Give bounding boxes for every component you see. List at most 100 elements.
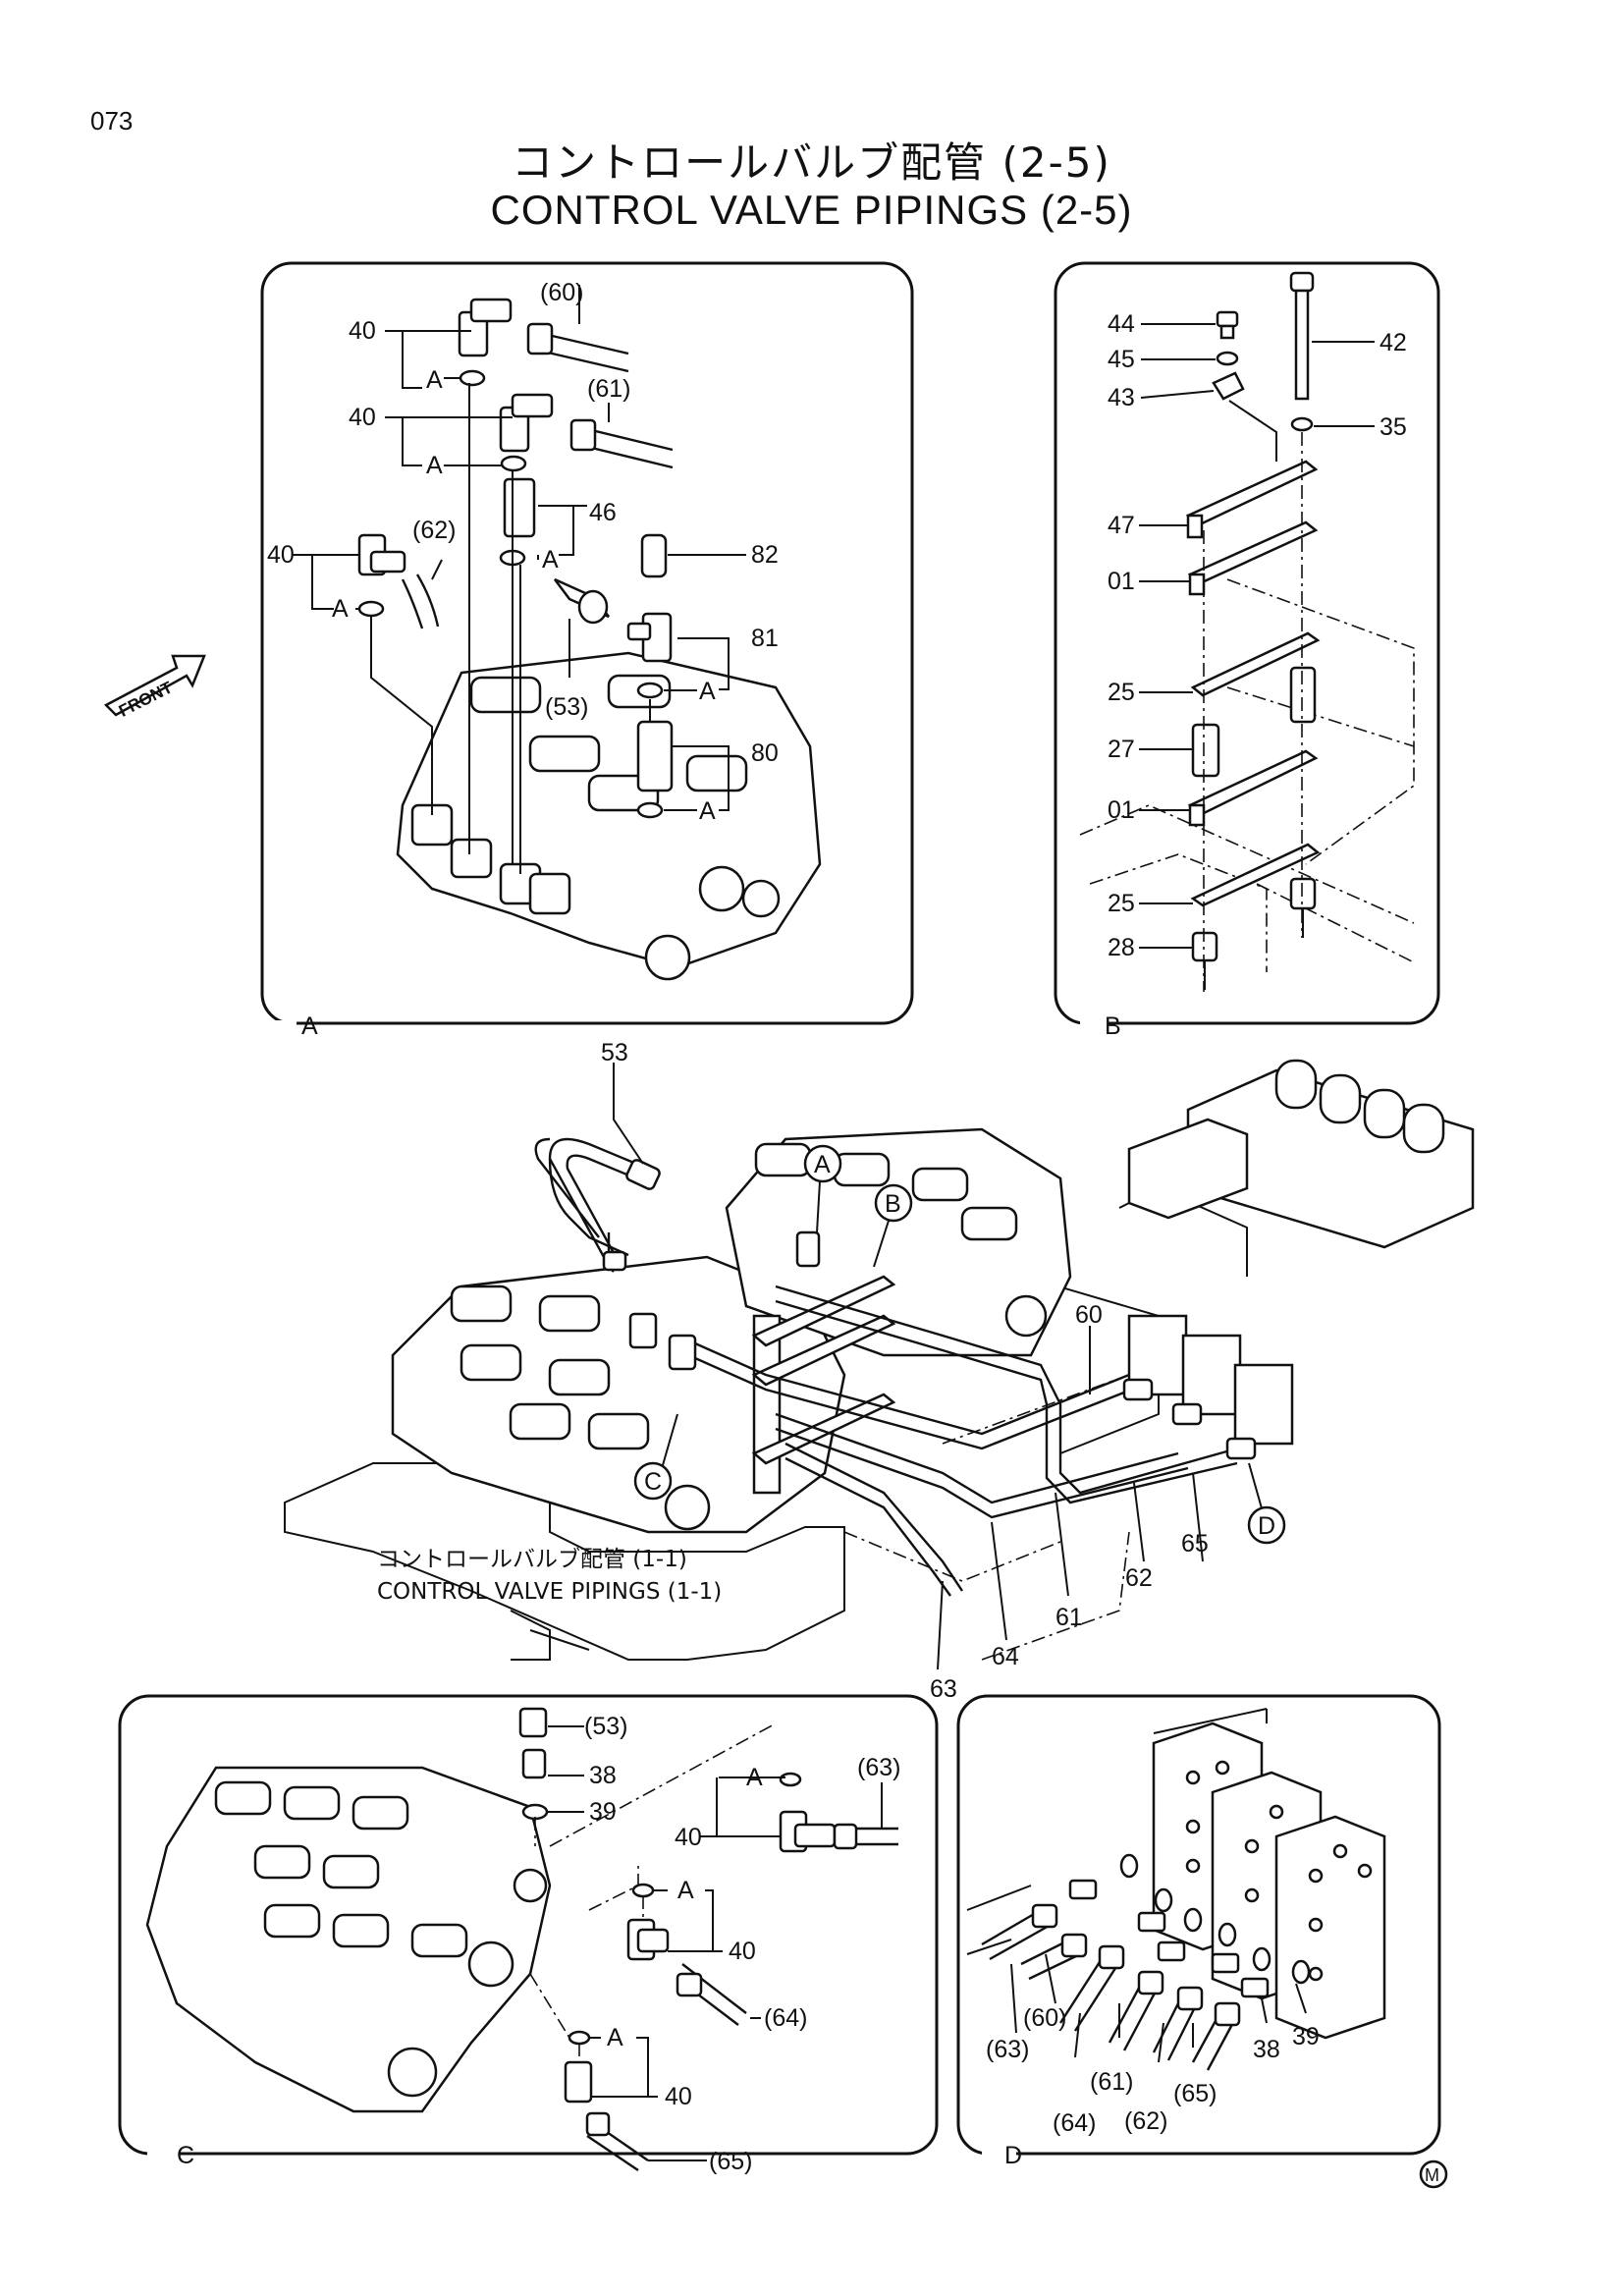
elbow-fitting-40-left [357, 533, 406, 618]
label-c-38: 38 [589, 1762, 617, 1789]
view-a-leaders [293, 285, 746, 874]
bolt-42 [1289, 271, 1315, 401]
main-solenoid-block [1127, 1059, 1475, 1249]
label-d-62: (62) [1124, 2107, 1167, 2135]
label-c-A-3: A [607, 2024, 623, 2051]
page-title-japanese: コントロールバルブ配管 (2-5) [512, 138, 1111, 187]
label-main-64: 64 [992, 1643, 1019, 1670]
label-main-61: 61 [1055, 1604, 1083, 1631]
control-valve-body-a [396, 651, 822, 981]
label-b-35: 35 [1380, 413, 1407, 441]
pipe-53-nut [554, 577, 610, 625]
label-c-A-2: A [677, 1877, 694, 1904]
label-a-62: (62) [412, 517, 456, 544]
plate-47 [1185, 460, 1319, 539]
label-d-63: (63) [986, 2036, 1029, 2063]
main-leaders [613, 1063, 1204, 1670]
main-clamp-stack [751, 1275, 896, 1495]
nipple-82 [640, 533, 668, 578]
label-b-45: 45 [1108, 346, 1135, 373]
label-a-A-4: A [542, 546, 559, 574]
view-a-name: A [301, 1012, 318, 1040]
corner-mark-icon: M [1419, 2159, 1448, 2189]
washer-45 [1216, 351, 1239, 366]
label-main-63: 63 [930, 1675, 957, 1703]
reference-caption-english: CONTROL VALVE PIPINGS (1-1) [377, 1579, 723, 1605]
svg-text:D: D [1258, 1512, 1275, 1540]
plate-25-top [1190, 631, 1321, 697]
label-b-27: 27 [1108, 736, 1135, 763]
elbow-fitting-40-top [458, 298, 513, 387]
label-a-A-1: A [426, 366, 443, 394]
label-a-40-2: 40 [349, 404, 376, 431]
spacer-28 [1191, 877, 1317, 990]
label-b-25-1: 25 [1108, 679, 1135, 706]
view-d-name: D [1004, 2142, 1022, 2169]
view-b-frame [1054, 261, 1440, 1025]
tee-fitting-81 [626, 612, 673, 699]
label-d-60: (60) [1023, 2004, 1066, 2032]
label-d-38: 38 [1253, 2036, 1280, 2063]
label-main-53: 53 [601, 1039, 628, 1066]
view-d-frame [956, 1694, 1441, 2156]
view-c-panel: C [118, 1694, 939, 2175]
label-c-40-1: 40 [675, 1824, 702, 1851]
label-b-25-2: 25 [1108, 890, 1135, 917]
control-valve-body-c [145, 1766, 552, 2113]
view-a-panel: A [260, 261, 914, 1040]
label-b-43: 43 [1108, 384, 1135, 411]
label-d-65: (65) [1173, 2080, 1217, 2107]
label-d-61: (61) [1090, 2068, 1133, 2096]
label-a-A-5: A [699, 678, 716, 705]
view-d-hoses [981, 1903, 1241, 2071]
svg-text:M: M [1425, 2165, 1439, 2185]
view-b-center-lines [1203, 432, 1303, 992]
label-b-44: 44 [1108, 310, 1135, 338]
view-d-background [966, 1708, 1268, 1955]
view-d-panel: D [956, 1694, 1441, 2169]
main-dashed-outline [843, 1374, 1130, 1661]
elbow-fitting-40-c-bottom [564, 2030, 649, 2171]
callout-b: B [873, 1183, 913, 1268]
label-main-65: 65 [1181, 1530, 1209, 1558]
label-b-47: 47 [1108, 512, 1135, 539]
label-c-40-3: 40 [665, 2083, 692, 2110]
pipe-60-stub [526, 322, 629, 373]
clamp-43 [1212, 371, 1245, 401]
label-c-53: (53) [584, 1713, 627, 1740]
main-fittings [628, 1230, 1257, 1460]
callout-c: C [633, 1413, 678, 1501]
main-manifold-blocks [1127, 1314, 1294, 1446]
view-b-name: B [1105, 1012, 1121, 1040]
view-d-o-rings-39 [1119, 1853, 1311, 1985]
label-b-01-2: 01 [1108, 796, 1135, 824]
spacer-46 [499, 477, 536, 567]
view-d-fittings-38 [1068, 1879, 1270, 1998]
label-a-40-1: 40 [349, 317, 376, 345]
svg-text:A: A [814, 1151, 831, 1178]
view-c-center-lines [529, 1722, 777, 2062]
page-title-english: CONTROL VALVE PIPINGS (2-5) [490, 187, 1133, 233]
washer-35 [1290, 416, 1314, 432]
view-c-name: C [177, 2142, 194, 2169]
label-b-42: 42 [1380, 329, 1407, 356]
label-a-60: (60) [540, 279, 583, 306]
label-a-53: (53) [545, 693, 588, 721]
label-b-01-1: 01 [1108, 568, 1135, 595]
view-d-manifold-blocks [1152, 1722, 1386, 2040]
label-c-A-1: A [746, 1764, 763, 1791]
label-c-40-2: 40 [729, 1938, 756, 1965]
svg-text:B: B [885, 1190, 901, 1218]
view-d-leaders [1010, 1953, 1307, 2063]
adapter-80 [636, 720, 674, 819]
spacer-27 [1191, 666, 1317, 778]
label-a-40-3: 40 [267, 541, 295, 569]
elbow-fitting-40-c-middle [626, 1883, 747, 2026]
label-c-64: (64) [764, 2004, 807, 2032]
label-a-A-6: A [699, 797, 716, 825]
main-assembly-view: A B C D 53 60 62 65 [284, 1039, 1475, 1703]
label-c-39: 39 [589, 1798, 617, 1826]
pipe-61-stub [569, 418, 674, 469]
plate-25-bottom [1190, 843, 1321, 907]
